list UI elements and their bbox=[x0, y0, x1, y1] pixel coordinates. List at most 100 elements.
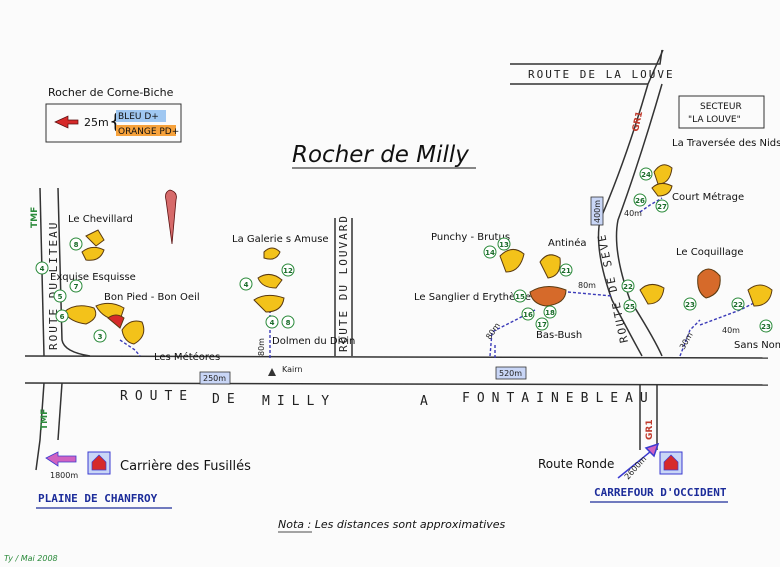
number-marker: 23 bbox=[683, 297, 697, 311]
road-louvard-label: ROUTE DU LOUVARD bbox=[337, 214, 350, 352]
number-marker: 7 bbox=[69, 279, 83, 293]
boulder bbox=[121, 320, 145, 345]
site-label-punchy: Punchy - Brutus bbox=[431, 232, 510, 243]
number-marker: 6 bbox=[55, 309, 69, 323]
svg-text:14: 14 bbox=[485, 249, 495, 257]
map-title: Rocher de Milly bbox=[292, 142, 469, 168]
gr1-bottom-label: GR1 bbox=[645, 419, 655, 440]
sector-box: SECTEUR "LA LOUVE" bbox=[678, 95, 765, 129]
signature: Ty / Mai 2008 bbox=[4, 554, 58, 563]
site-label-galerie: La Galerie s Amuse bbox=[232, 234, 329, 245]
road-label-a: A bbox=[420, 394, 435, 409]
distance-400m-box: 400m bbox=[590, 196, 604, 226]
road-label-route: ROUTE bbox=[120, 389, 194, 404]
carriere-legend: 1800m Carrière des Fusillés PLAINE DE CH… bbox=[36, 451, 251, 509]
svg-text:27: 27 bbox=[657, 203, 667, 211]
svg-text:3: 3 bbox=[98, 333, 103, 341]
site-label-meteores: Les Météores bbox=[154, 351, 220, 363]
svg-text:15: 15 bbox=[515, 293, 525, 301]
site-label-dolmen: Dolmen du Divin bbox=[272, 336, 355, 347]
boulder bbox=[651, 182, 673, 197]
route-ronde-distance: 2600m bbox=[623, 454, 649, 481]
svg-text:8: 8 bbox=[74, 241, 79, 249]
road-liteau-tmf-bottom: TMF bbox=[40, 409, 50, 430]
site-label-sans-nom: Sans Nom bbox=[734, 340, 780, 351]
svg-text:25: 25 bbox=[625, 303, 635, 311]
boulder bbox=[107, 314, 125, 329]
red-arrow-icon bbox=[54, 115, 79, 129]
carriere-distance: 1800m bbox=[50, 471, 78, 480]
boulder bbox=[257, 274, 283, 289]
road-louve-label: ROUTE DE LA LOUVE bbox=[528, 68, 675, 81]
site-label-bas-bush: Bas-Bush bbox=[536, 330, 582, 341]
svg-text:7: 7 bbox=[74, 283, 79, 291]
carriere-label: Carrière des Fusillés bbox=[120, 459, 251, 474]
svg-text:23: 23 bbox=[761, 323, 771, 331]
distance-250m-box: 250m bbox=[199, 371, 231, 385]
route-ronde-label: Route Ronde bbox=[538, 457, 614, 471]
distance-note: Nota : Les distances sont approximatives bbox=[278, 518, 506, 531]
svg-text:400m: 400m bbox=[593, 200, 602, 223]
boulder bbox=[263, 247, 281, 260]
svg-text:8: 8 bbox=[286, 319, 291, 327]
number-marker: 4 bbox=[265, 315, 279, 329]
road-liteau-label: ROUTE DU LITEAU bbox=[47, 221, 60, 350]
boulder bbox=[539, 254, 561, 279]
north-arrow-icon bbox=[165, 189, 177, 245]
gr1-top-label: GR1 bbox=[631, 110, 645, 132]
cairn-label: Kairn bbox=[282, 365, 302, 374]
site-label-chevillard: Le Chevillard bbox=[68, 214, 133, 225]
svg-text:23: 23 bbox=[685, 301, 695, 309]
road-liteau-tmf-top: TMF bbox=[30, 207, 40, 228]
boulders bbox=[63, 164, 773, 345]
number-marker: 22 bbox=[731, 297, 745, 311]
distance-antinea: 80m bbox=[578, 281, 596, 290]
number-marker: 4 bbox=[239, 277, 253, 291]
boulder bbox=[81, 246, 105, 261]
plaine-label: PLAINE DE CHANFROY bbox=[38, 492, 158, 505]
road-label-fontainebleau: FONTAINEBLEAU bbox=[462, 391, 655, 406]
boulder bbox=[63, 305, 97, 325]
sector-line1: SECTEUR bbox=[700, 102, 742, 112]
number-marker: 4 bbox=[35, 261, 49, 275]
number-marker: 21 bbox=[559, 263, 573, 277]
legend: Rocher de Corne-Biche 25m { BLEU D+ ORAN… bbox=[45, 86, 182, 143]
distance-court: 40m bbox=[624, 209, 642, 218]
svg-text:22: 22 bbox=[623, 283, 633, 291]
svg-text:18: 18 bbox=[545, 309, 555, 317]
svg-text:13: 13 bbox=[499, 241, 509, 249]
site-label-exquise: Exquise Esquisse bbox=[50, 272, 136, 283]
svg-text:17: 17 bbox=[537, 321, 547, 329]
site-label-coquillage: Le Coquillage bbox=[676, 247, 743, 258]
svg-text:5: 5 bbox=[58, 293, 63, 301]
legend-circuit-blue: BLEU D+ bbox=[118, 112, 159, 122]
boulder bbox=[253, 294, 285, 313]
approach-paths bbox=[119, 197, 761, 360]
road-label-milly: MILLY bbox=[262, 394, 336, 409]
legend-heading: Rocher de Corne-Biche bbox=[48, 86, 174, 99]
legend-box bbox=[45, 103, 182, 143]
distance-520m-box: 520m bbox=[495, 366, 527, 380]
svg-text:250m: 250m bbox=[203, 374, 226, 383]
site-label-court: Court Métrage bbox=[672, 191, 744, 203]
svg-text:4: 4 bbox=[244, 281, 249, 289]
legend-blue-swatch bbox=[116, 110, 166, 122]
number-marker: 16 bbox=[521, 307, 535, 321]
number-marker: 12 bbox=[281, 263, 295, 277]
svg-text:21: 21 bbox=[561, 267, 571, 275]
number-marker: 27 bbox=[655, 199, 669, 213]
roads bbox=[24, 49, 769, 471]
number-marker: 25 bbox=[623, 299, 637, 313]
distance-bas-bush: 80m bbox=[484, 321, 502, 341]
svg-text:12: 12 bbox=[283, 267, 293, 275]
cairn-icon bbox=[268, 368, 276, 376]
number-marker: 14 bbox=[483, 245, 497, 259]
number-marker: 26 bbox=[633, 193, 647, 207]
number-marker: 15 bbox=[513, 289, 527, 303]
sector-line2: "LA LOUVE" bbox=[688, 115, 741, 125]
number-marker: 23 bbox=[759, 319, 773, 333]
boulder bbox=[653, 164, 673, 185]
number-marker: 22 bbox=[621, 279, 635, 293]
number-marker: 18 bbox=[543, 305, 557, 319]
